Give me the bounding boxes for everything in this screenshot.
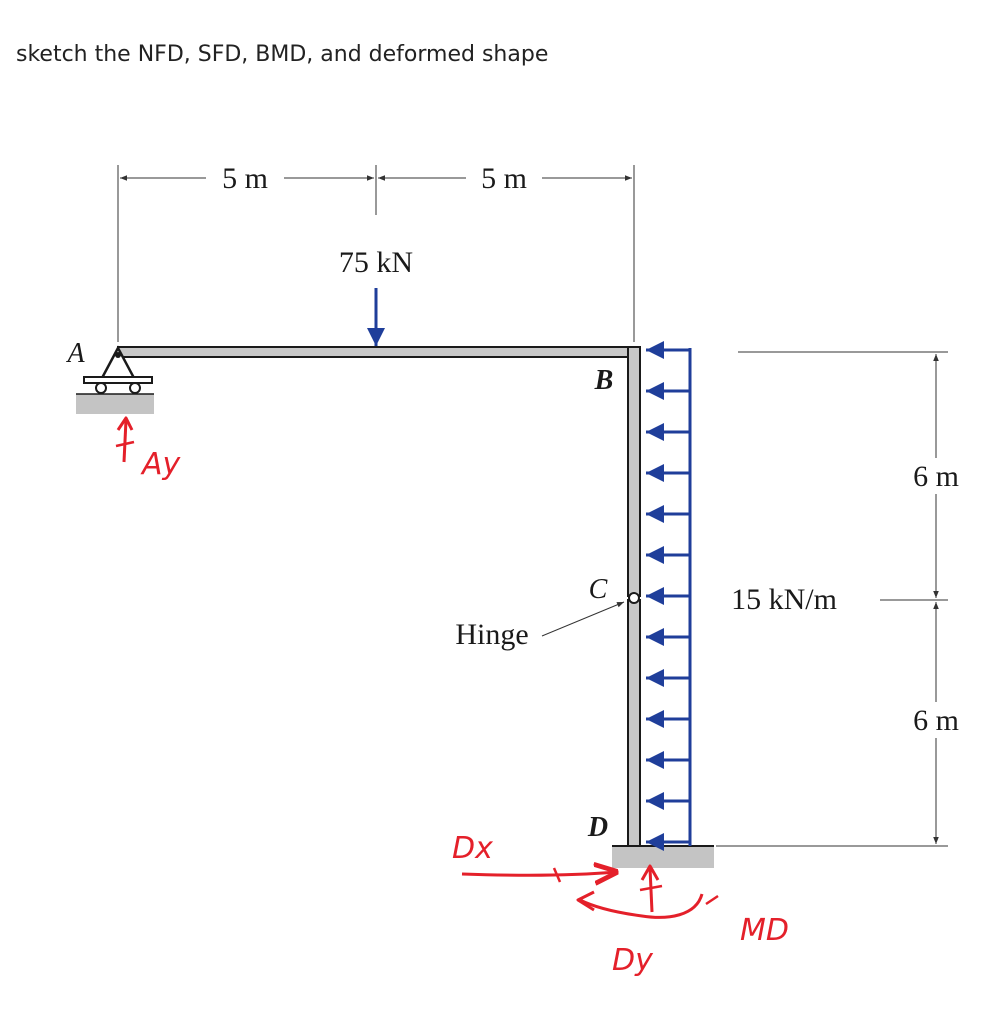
md-moment-tick xyxy=(705,894,719,906)
column-cd xyxy=(627,599,641,847)
fixed-support-d xyxy=(612,845,714,868)
beam-ab xyxy=(117,346,641,358)
roller-support-a xyxy=(76,345,154,414)
ay-arrow-head xyxy=(116,416,134,431)
column-bc xyxy=(627,346,641,597)
frame-members xyxy=(117,346,641,847)
md-label: MD xyxy=(740,913,789,948)
hinge-leader-line xyxy=(541,601,625,637)
point-load-label: 75 kN xyxy=(339,246,413,279)
ground-d xyxy=(612,846,714,868)
point-load: 75 kN xyxy=(339,246,413,346)
ay-label: Ay xyxy=(140,447,182,482)
height-upper-label: 6 m xyxy=(913,460,959,493)
dy-arrow-head xyxy=(640,864,660,881)
corner-joint xyxy=(629,348,639,356)
roller-wheel-left xyxy=(95,382,107,394)
point-a-label: A xyxy=(65,338,85,369)
md-moment-arc xyxy=(579,893,704,919)
ay-arrow-tick xyxy=(115,440,135,448)
hinge-label: Hinge xyxy=(455,618,528,651)
dx-label: Dx xyxy=(452,831,493,866)
question-prompt: sketch the NFD, SFD, BMD, and deformed s… xyxy=(16,42,549,67)
point-b-label: B xyxy=(594,365,614,396)
height-lower-label: 6 m xyxy=(913,704,959,737)
dy-label: Dy xyxy=(612,943,654,978)
distributed-load: 15 kN/m xyxy=(646,341,837,851)
roller-wheel-right xyxy=(129,382,141,394)
point-d-label: D xyxy=(587,812,608,843)
hinge-pin xyxy=(628,592,640,604)
ground-a xyxy=(76,394,154,414)
ay-arrow xyxy=(122,419,128,463)
dy-arrow-tick xyxy=(639,884,663,892)
handwritten-annotations: Ay Dx Dy MD xyxy=(115,416,789,978)
top-dimension: 5 m 5 m xyxy=(117,162,635,342)
dy-arrow xyxy=(648,867,654,913)
right-dimension: 6 m 6 m xyxy=(716,351,959,847)
span-left-label: 5 m xyxy=(222,162,268,195)
dx-arrow xyxy=(461,872,616,875)
roller-plate xyxy=(83,376,153,384)
dx-arrow-tick xyxy=(552,867,562,883)
distributed-load-label: 15 kN/m xyxy=(731,583,837,616)
span-right-label: 5 m xyxy=(481,162,527,195)
md-moment-arrow-head xyxy=(576,890,595,912)
support-pin xyxy=(115,352,121,358)
point-c-label: C xyxy=(589,574,608,605)
